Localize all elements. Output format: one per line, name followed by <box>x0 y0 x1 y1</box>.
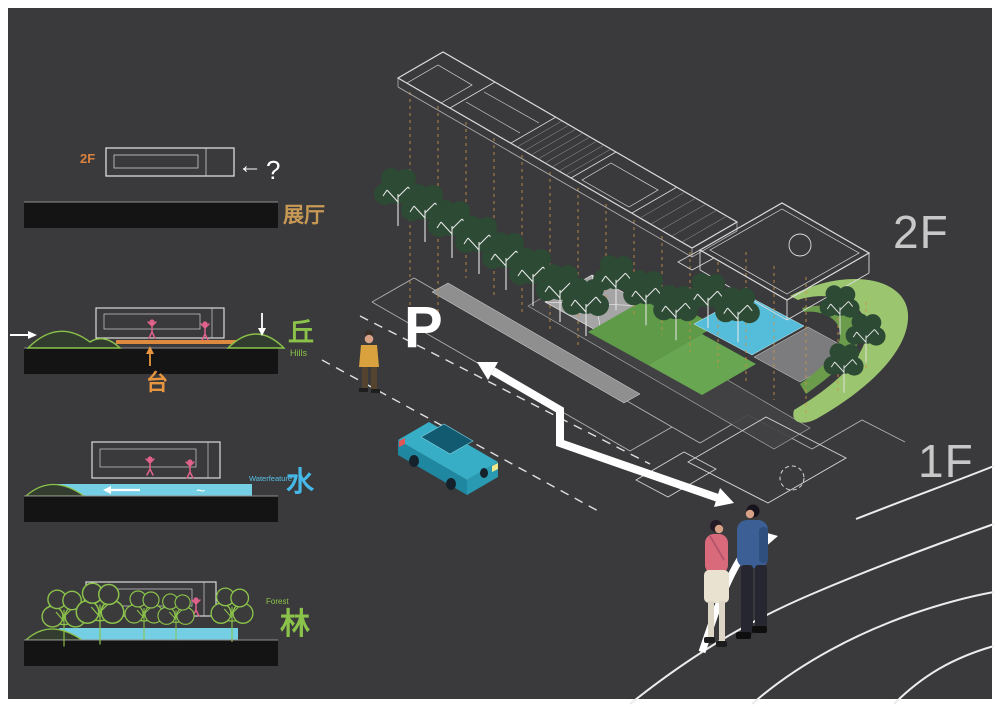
axon-2f-plan <box>396 51 871 321</box>
legend-hills-section: 台 丘 Hills <box>10 307 314 395</box>
pedestrian-figure <box>359 330 380 393</box>
circulation-arrow-main <box>490 367 720 502</box>
legend-panel: 2F ← ? 展厅 台 <box>10 147 325 666</box>
floor-label-2f: 2F <box>893 206 949 258</box>
pedestrian-shoe <box>371 389 380 393</box>
roof-box-inner <box>709 208 860 295</box>
walker-shoe <box>736 632 751 639</box>
hills-box <box>95 307 225 339</box>
projection-guides <box>409 92 867 418</box>
pedestrian-pair <box>704 504 768 647</box>
entry-arrow-icon <box>28 331 37 339</box>
legend-exhibition-section: 2F ← ? 展厅 <box>24 147 325 228</box>
floor-label-1f: 1F <box>918 435 974 487</box>
water-strip <box>34 484 252 496</box>
pedestrian-torso <box>359 345 379 367</box>
water-box-inner <box>99 448 197 468</box>
walker-shoe <box>716 641 727 647</box>
roof-module-inner-2 <box>581 162 659 208</box>
parking-label: P <box>404 295 443 360</box>
pedestrian-leg <box>362 367 368 389</box>
walker-leg <box>719 601 725 643</box>
left-arrow-glyph: ← <box>238 152 262 179</box>
legend-hills-sublabel: Hills <box>290 348 307 358</box>
legend-platform-label: 台 <box>146 370 168 395</box>
car-headlight <box>492 463 498 472</box>
water-box <box>91 441 221 479</box>
roof-module-lines <box>465 91 540 134</box>
forest-water-strip <box>44 628 238 640</box>
exhibition-box-inner <box>113 154 199 169</box>
walker-skirt <box>704 570 729 603</box>
roof-box-landing <box>677 249 715 271</box>
walker-torso <box>705 534 728 574</box>
legend-forest-label: 林 <box>280 608 310 641</box>
car <box>398 422 498 495</box>
pedestrian-shoe <box>359 388 368 392</box>
legend-forest-sublabel: Forest <box>266 597 289 606</box>
curved-green-ramp <box>790 278 909 423</box>
section-slab <box>24 496 278 522</box>
walker-strap <box>709 535 725 561</box>
walker-leg <box>741 565 753 635</box>
dashed-circle-marker <box>779 465 805 491</box>
garden-path <box>431 282 641 404</box>
wave-glyph: ~ <box>196 483 205 500</box>
ramp-inner-band <box>800 305 862 394</box>
roof-box-sides <box>699 250 870 321</box>
up-arrow-icon <box>146 346 154 354</box>
car-taillight <box>399 438 405 447</box>
legend-water-sublabel: Waterfeature <box>249 474 292 483</box>
arrowhead-upleft-icon <box>477 362 498 380</box>
parking-lot-outline <box>687 416 847 504</box>
walker-leg <box>755 565 767 629</box>
question-glyph: ? <box>266 155 280 185</box>
arrowhead-downright-icon <box>714 488 734 507</box>
walker-leg <box>708 601 714 639</box>
section-slab <box>24 640 278 666</box>
axon-diagram: P 2F 1F <box>321 51 995 705</box>
hill-left <box>26 330 122 349</box>
flow-arrow-icon <box>103 486 111 494</box>
car-wheel <box>446 478 456 490</box>
down-arrow-icon <box>258 328 266 336</box>
section-slab <box>24 202 278 228</box>
pedestrian-head <box>364 334 374 344</box>
legend-exhibition-label: 展厅 <box>283 204 325 227</box>
legend-2f-label: 2F <box>80 151 95 166</box>
walker-head <box>745 509 755 519</box>
roof-box <box>677 202 871 321</box>
roof-module-inner-1 <box>406 64 473 104</box>
car-body-front <box>467 462 498 495</box>
forecourt-outline <box>635 451 717 498</box>
walker-head <box>714 524 724 534</box>
roof-box-circle <box>788 233 812 257</box>
road-lines <box>629 465 995 705</box>
walker-shoe <box>704 637 715 643</box>
legend-forest-section: Forest 林 <box>24 581 310 666</box>
hill-right <box>226 333 286 349</box>
legend-hills-label: 丘 <box>288 317 314 347</box>
car-cabin <box>420 423 474 455</box>
pedestrian-leg <box>371 367 377 389</box>
walker-shoe <box>752 626 767 633</box>
lane-dashes <box>321 315 651 513</box>
roof-hatching <box>516 120 728 243</box>
walker-arm <box>759 527 768 563</box>
lawn-lower <box>648 334 756 395</box>
roof-bar-divisions <box>449 81 678 214</box>
legend-water-label: 水 <box>286 466 315 497</box>
legend-water-section: ~ Waterfeature 水 <box>24 441 315 522</box>
car-wheel <box>480 468 488 478</box>
roof-thickness-edges <box>397 78 738 258</box>
car-wheel <box>409 455 419 467</box>
platform-strip <box>116 340 244 344</box>
exhibition-box <box>105 147 235 177</box>
